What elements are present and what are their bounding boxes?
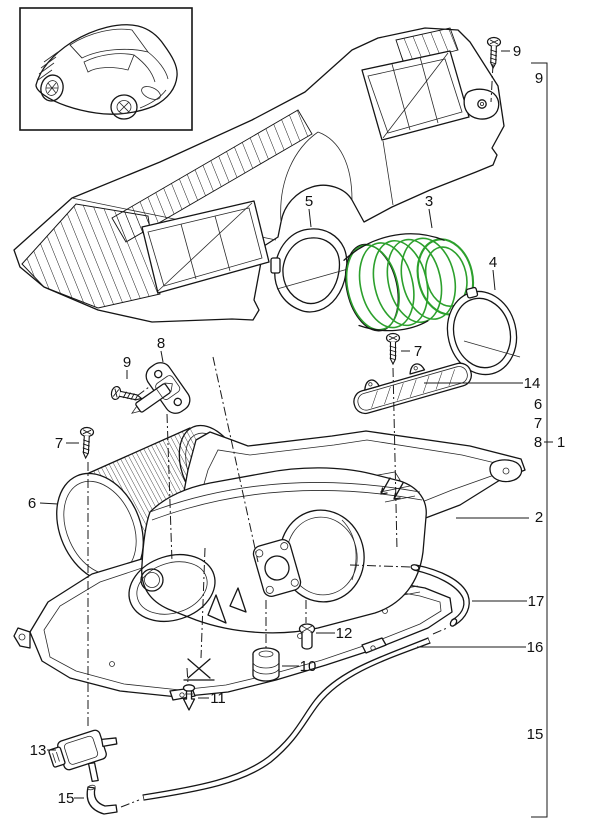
callout-number-5-2: 5 [305, 193, 313, 210]
callout-number-12-18: 12 [336, 625, 353, 642]
callout-number-6-9: 6 [534, 396, 542, 413]
bolt-12 [298, 623, 316, 650]
callout-number-2-15: 2 [535, 509, 543, 526]
callout-number-14-8: 14 [524, 375, 541, 392]
callout-number-15-23: 15 [527, 726, 544, 743]
elbow-hose-15 [86, 784, 118, 815]
callout-number-9-5: 9 [123, 354, 131, 371]
callout-number-11-20: 11 [210, 690, 226, 707]
callout-number-3-3: 3 [425, 193, 433, 210]
callout-number-10-19: 10 [300, 658, 317, 675]
hose-17 [410, 564, 470, 627]
vacuum-hose-16 [142, 637, 431, 801]
callout-number-9-1: 9 [535, 70, 543, 87]
callout-number-15-22: 15 [58, 790, 75, 807]
callout-number-4-4: 4 [489, 254, 497, 271]
vehicle-thumbnail [19, 7, 193, 131]
cover-left-vent [141, 200, 270, 294]
callout-number-7-10: 7 [534, 415, 542, 432]
reference-column [531, 62, 553, 818]
callout-number-8-6: 8 [157, 335, 165, 352]
callout-number-7-13: 7 [55, 435, 63, 452]
screw-7-left [78, 426, 95, 459]
callout-number-6-14: 6 [28, 495, 36, 512]
assembly-centerlines [87, 63, 494, 808]
housing-body [128, 467, 427, 634]
callout-number-9-0: 9 [513, 43, 521, 60]
screw-9-top [485, 36, 502, 69]
cover-right-vent [361, 50, 470, 141]
callout-number-1-12: 1 [557, 434, 565, 451]
callout-number-13-21: 13 [30, 742, 47, 759]
callout-number-7-7: 7 [414, 343, 422, 360]
clip-11 [182, 684, 196, 711]
cover-mount-foot [463, 88, 500, 120]
car-icon [35, 24, 178, 120]
callout-number-17-16: 17 [528, 593, 545, 610]
leader-lines [39, 50, 529, 799]
screw-7-middle [385, 332, 401, 365]
seal-ring-5 [270, 228, 349, 313]
support-bracket-8 [131, 362, 191, 414]
grille-14 [353, 362, 472, 415]
grommet-10 [252, 647, 280, 682]
clamp-ring-4 [446, 286, 521, 376]
direction-arrows [380, 477, 404, 500]
intake-hose-3-highlighted [343, 233, 475, 332]
callout-number-8-11: 8 [534, 434, 542, 451]
valve-13 [48, 729, 118, 783]
air-cleaner-cover [13, 27, 505, 323]
callout-number-16-17: 16 [527, 639, 544, 656]
